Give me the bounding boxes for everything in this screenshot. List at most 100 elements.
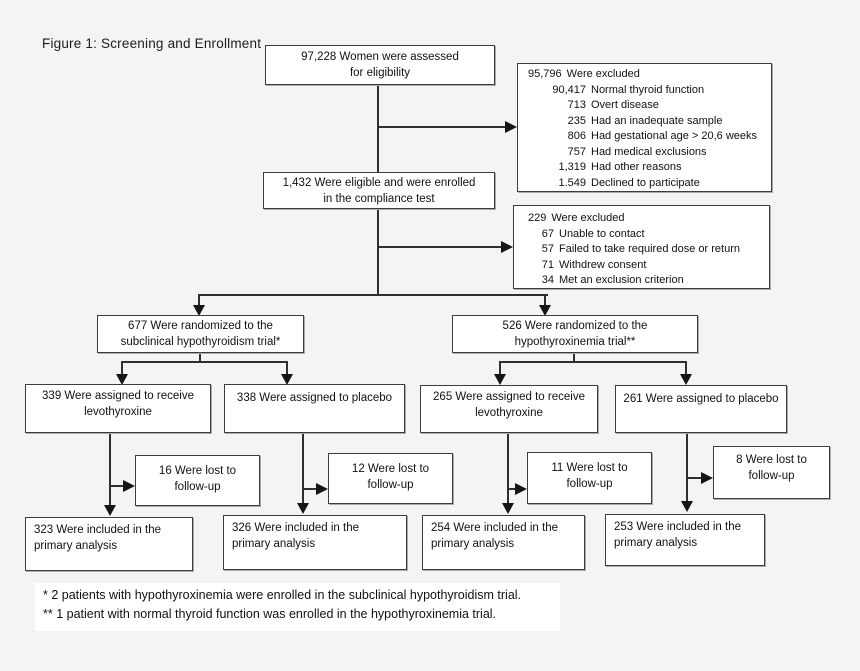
assigned-line-1: 265 Were assigned to receive bbox=[433, 391, 585, 403]
assigned-line-1: 261 Were assigned to placebo bbox=[623, 393, 779, 405]
lost-followup-box-4: 8 Were lost to follow-up bbox=[713, 446, 830, 499]
row-label: Had medical exclusions bbox=[591, 145, 707, 158]
connector-line bbox=[121, 361, 123, 374]
excluded-screening-box: 95,796 Were excluded 90,417 Normal thyroid… bbox=[517, 63, 772, 192]
row-label: Failed to take required dose or return bbox=[559, 243, 740, 255]
row-number: 757 bbox=[567, 145, 586, 158]
lost-followup-box-2: 12 Were lost to follow-up bbox=[328, 453, 453, 504]
arrow-down-icon bbox=[116, 374, 128, 385]
lost-line-1: 12 Were lost to bbox=[351, 463, 430, 475]
row-number: 67 bbox=[541, 227, 554, 240]
compliance-line-1: 1,432 Were eligible and were enrolled bbox=[282, 177, 476, 189]
row-number: 57 bbox=[541, 243, 554, 255]
lost-line-2: follow-up bbox=[174, 480, 221, 493]
row-number: 34 bbox=[541, 274, 554, 286]
primary-line-1: 323 Were included in the bbox=[34, 524, 162, 536]
excluded-row: 67 Unable to contact bbox=[528, 227, 765, 243]
connector-line bbox=[303, 488, 317, 490]
arrow-down-icon bbox=[104, 505, 116, 516]
connector-line bbox=[573, 353, 575, 362]
connector-line bbox=[198, 294, 548, 296]
arrow-right-icon bbox=[501, 241, 513, 253]
connector-line bbox=[507, 433, 509, 503]
assigned-line-1: 338 Were assigned to placebo bbox=[236, 392, 393, 404]
assigned-line-2: levothyroxine bbox=[475, 406, 543, 419]
primary-line-2: primary analysis bbox=[614, 536, 698, 549]
compliance-line-2: in the compliance test bbox=[323, 192, 435, 205]
row-label: Unable to contact bbox=[559, 227, 645, 240]
randomized-line-2: hypothyroxinemia trial** bbox=[514, 335, 636, 348]
connector-line bbox=[499, 361, 501, 374]
lost-line-1: 16 Were lost to bbox=[158, 465, 237, 477]
row-number: 71 bbox=[541, 258, 554, 271]
excluded-row: 757 Had medical exclusions bbox=[528, 145, 767, 161]
row-label: Declined to participate bbox=[591, 176, 700, 189]
row-label: Were excluded bbox=[551, 212, 625, 224]
primary-analysis-box-2: 326 Were included in the primary analysi… bbox=[223, 515, 407, 570]
connector-line bbox=[198, 294, 200, 305]
arrow-right-icon bbox=[123, 480, 135, 492]
excluded-row: 34 Met an exclusion criterion bbox=[528, 273, 765, 289]
lost-line-2: follow-up bbox=[566, 477, 613, 490]
arrow-down-icon bbox=[502, 503, 514, 514]
assigned-line-2: levothyroxine bbox=[84, 405, 152, 418]
excluded-row: 235 Had an inadequate sample bbox=[528, 114, 767, 130]
connector-line bbox=[377, 209, 379, 295]
row-number: 1,319 bbox=[558, 161, 586, 173]
row-number: 90,417 bbox=[552, 83, 586, 96]
excluded-row: 90,417 Normal thyroid function bbox=[528, 83, 767, 99]
excluded-row: 713 Overt disease bbox=[528, 98, 767, 114]
arrow-down-icon bbox=[281, 374, 293, 385]
primary-line-1: 253 Were included in the bbox=[614, 521, 742, 533]
connector-line bbox=[109, 433, 111, 505]
connector-line bbox=[499, 361, 687, 363]
assigned-levothyroxine-hypo-box: 265 Were assigned to receive levothyroxi… bbox=[420, 385, 598, 433]
row-label: Withdrew consent bbox=[559, 258, 647, 271]
row-number: 95,796 bbox=[528, 68, 562, 80]
row-label: Met an exclusion criterion bbox=[559, 274, 684, 286]
excluded-row: 1,319 Had other reasons bbox=[528, 160, 767, 176]
assessed-line-2: for eligibility bbox=[349, 66, 411, 79]
lost-line-1: 11 Were lost to bbox=[551, 462, 628, 474]
lost-line-1: 8 Were lost to bbox=[736, 454, 807, 466]
connector-line bbox=[508, 488, 516, 490]
connector-line bbox=[302, 433, 304, 503]
primary-line-2: primary analysis bbox=[34, 539, 118, 552]
row-label: Normal thyroid function bbox=[591, 83, 705, 96]
randomized-line-2: subclinical hypothyroidism trial* bbox=[120, 335, 281, 348]
row-number: 713 bbox=[567, 99, 586, 111]
connector-line bbox=[379, 126, 505, 128]
primary-analysis-box-3: 254 Were included in the primary analysi… bbox=[422, 515, 585, 570]
row-label: Had other reasons bbox=[591, 161, 682, 173]
connector-line bbox=[379, 246, 501, 248]
primary-line-2: primary analysis bbox=[431, 537, 515, 550]
row-label: Overt disease bbox=[591, 99, 659, 111]
lost-line-2: follow-up bbox=[367, 478, 414, 491]
footnote-line-1: * 2 patients with hypothyroxinemia were … bbox=[43, 588, 522, 602]
assigned-placebo-sub-box: 338 Were assigned to placebo bbox=[224, 384, 405, 433]
lost-followup-box-1: 16 Were lost to follow-up bbox=[135, 455, 260, 506]
randomized-hypothyroxinemia-box: 526 Were randomized to the hypothyroxine… bbox=[452, 315, 698, 353]
lost-line-2: follow-up bbox=[748, 469, 795, 482]
assessed-box: 97,228 Women were assessed for eligibili… bbox=[265, 45, 495, 85]
connector-line bbox=[199, 353, 201, 362]
connector-line bbox=[377, 85, 379, 172]
row-label: Had gestational age > 20,6 weeks bbox=[591, 130, 758, 142]
row-number: 806 bbox=[567, 130, 586, 142]
footnotes: * 2 patients with hypothyroxinemia were … bbox=[35, 583, 560, 631]
excluded-row: 1.549 Declined to participate bbox=[528, 176, 767, 192]
assigned-line-1: 339 Were assigned to receive bbox=[42, 390, 194, 402]
connector-line bbox=[286, 361, 288, 374]
row-number: 1.549 bbox=[558, 176, 586, 189]
assigned-levothyroxine-sub-box: 339 Were assigned to receive levothyroxi… bbox=[25, 384, 211, 433]
randomized-subclinical-box: 677 Were randomized to the subclinical h… bbox=[97, 315, 304, 353]
lost-followup-box-3: 11 Were lost to follow-up bbox=[527, 452, 652, 504]
excluded-row: 71 Withdrew consent bbox=[528, 258, 765, 274]
excluded-row: 57 Failed to take required dose or return bbox=[528, 242, 765, 258]
row-label: Had an inadequate sample bbox=[591, 114, 723, 127]
row-label: Were excluded bbox=[566, 68, 640, 80]
connector-line bbox=[121, 361, 288, 363]
arrow-down-icon bbox=[681, 501, 693, 512]
row-number: 235 bbox=[567, 114, 586, 127]
